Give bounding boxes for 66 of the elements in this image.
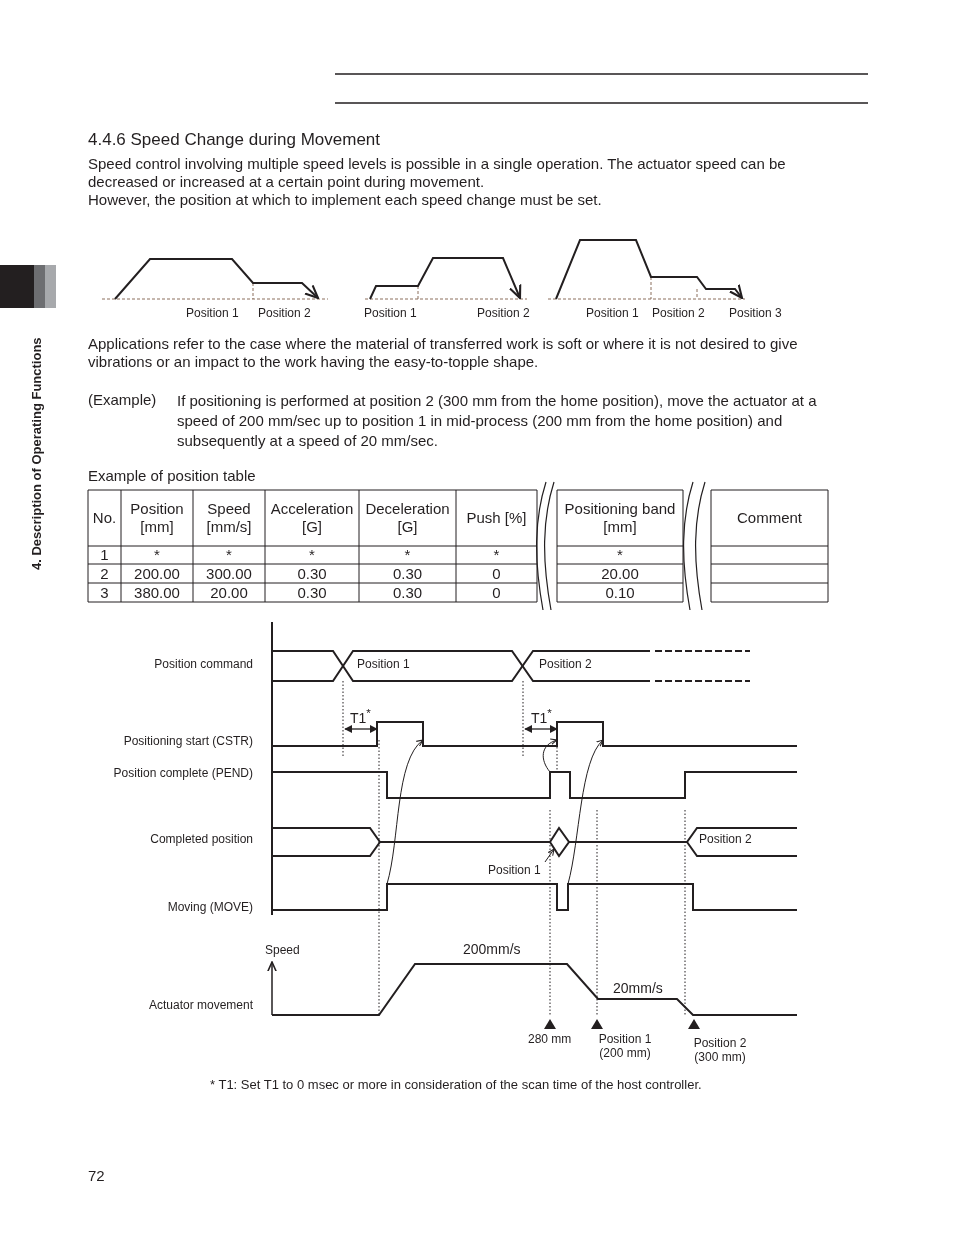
signal-name: Positioning start (CSTR) (123, 734, 253, 748)
bus-value: Position 1 (357, 657, 410, 671)
axis-label: Position 1 (586, 306, 639, 320)
position-label: Position 2 (300 mm) (692, 1036, 748, 1064)
axis-label: Position 2 (477, 306, 530, 320)
table-cell-text: 0 (491, 583, 502, 602)
table-cell-text: 1 (99, 546, 110, 564)
table-cell-text: 300.00 (205, 564, 253, 583)
axis-label: Position 1 (364, 306, 417, 320)
column-header: Comment (736, 508, 803, 528)
timing-label: T1$^{*}$ (350, 706, 371, 725)
table-cell-text: 20.00 (600, 564, 640, 583)
callout-label: Position 1 (488, 863, 541, 877)
table-caption: Example of position table (88, 467, 256, 485)
axis-label: Position 2 (258, 306, 311, 320)
column-header: Push [%] (465, 508, 528, 528)
axis-label: Position 2 (652, 306, 705, 320)
table-cell-text: 0.30 (296, 583, 328, 602)
paragraph-text: However, the position at which to implement each speed change must be set. (88, 191, 603, 209)
leader-line (544, 848, 555, 863)
paragraph-text: If positioning is performed at position 2 (300 mm from the home position), move the actuator at a speed of 200 mm/sec up to position 1 in mid-process (200 mm from the home position) and subsequently at a speed of 20 mm/sec. (177, 391, 818, 451)
position-label: 280 mm (528, 1032, 572, 1046)
paragraph-text: Speed control involving multiple speed levels is possible in a single operation. The actuator speed can be decreased or increased at a certain point during movement. (88, 155, 787, 191)
table-cell-text: * (153, 546, 161, 564)
table-cell-text: 0 (491, 564, 502, 583)
signal-name: Actuator movement (148, 998, 253, 1012)
footnote: * T1: Set T1 to 0 msec or more in consideration of the scan time of the host controller. (210, 1076, 702, 1094)
signal-name: Position complete (PEND) (113, 766, 253, 780)
page-number: 72 (88, 1167, 105, 1185)
column-header: Speed [mm/s] (205, 499, 253, 537)
bus-value: Position 2 (699, 832, 752, 846)
axis-label: Position 3 (729, 306, 782, 320)
table-cell-text: 3 (99, 583, 110, 602)
bus-transition-diamond (548, 826, 571, 858)
signal-name: Completed position (150, 832, 253, 846)
axis-label: Speed (265, 943, 300, 957)
table-cell-text: 200.00 (133, 564, 181, 583)
side-tab-text: 4. Description of Operating Functions (28, 337, 45, 570)
speed-label: 200mm/s (463, 942, 521, 956)
column-header: Positioning band [mm] (563, 499, 677, 537)
table-cell-text: 0.30 (296, 564, 328, 583)
table-cell-text: * (492, 546, 501, 564)
column-header: No. (91, 508, 118, 528)
column-header: Position [mm] (129, 499, 185, 537)
position-label: Position 1 (200 mm) (597, 1032, 653, 1060)
column-header: Acceleration [G] (269, 499, 355, 537)
table-cell-text: * (403, 546, 412, 564)
column-header: Deceleration [G] (364, 499, 451, 537)
bus-value: Position 2 (539, 657, 592, 671)
speed-label: 20mm/s (613, 981, 663, 995)
table-cell-text: * (308, 546, 316, 564)
axis-label: Position 1 (186, 306, 239, 320)
table-cell-text: 0.30 (391, 583, 424, 602)
paragraph-text: Applications refer to the case where the material of transferred work is soft or where it is not desired to give vibrations or an impact to the work having the easy-to-topple shape. (88, 335, 799, 371)
signal-name: Position command (154, 657, 253, 671)
section-heading: 4.4.6 Speed Change during Movement (88, 131, 381, 149)
table-cell-text: 380.00 (133, 583, 181, 602)
timing-label: T1$^{*}$ (531, 706, 552, 725)
table-cell-text: * (616, 546, 624, 564)
table-cell-text: 2 (99, 564, 110, 583)
example-label: (Example) (88, 391, 157, 409)
table-cell-text: 20.00 (209, 583, 249, 602)
table-cell-text: * (225, 546, 233, 564)
signal-name: Moving (MOVE) (167, 900, 253, 914)
table-cell-text: 0.30 (391, 564, 424, 583)
table-cell-text: 0.10 (604, 583, 636, 602)
